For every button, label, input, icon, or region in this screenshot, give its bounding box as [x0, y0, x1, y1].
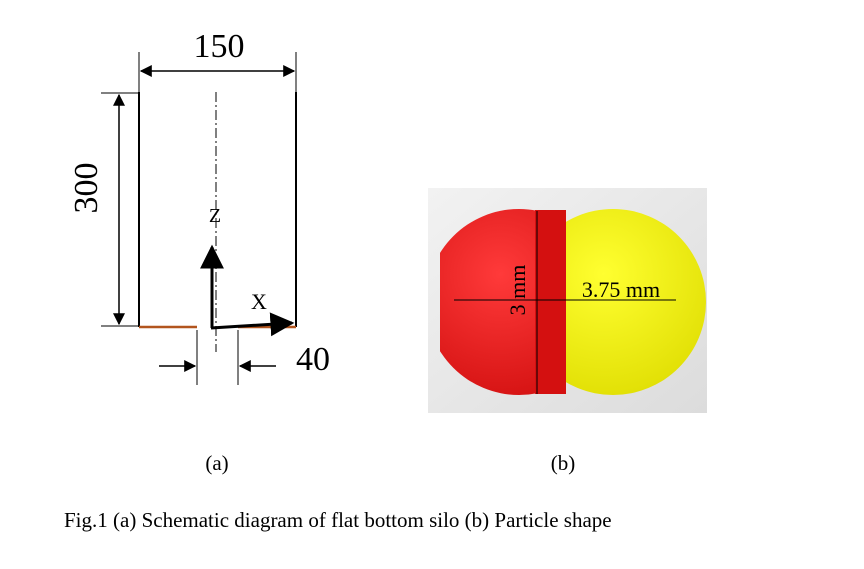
height-label: 300 [68, 163, 105, 214]
x-axis-label: X [251, 289, 267, 314]
panel-b-sublabel: (b) [551, 451, 576, 475]
width-label: 150 [194, 28, 245, 65]
particle-seam-band [535, 210, 566, 394]
diameter-label: 3 mm [505, 265, 530, 316]
x-axis-arrow [210, 312, 295, 337]
particle-right-sphere [520, 209, 706, 395]
silo-schematic: 150 300 40 Z X (a) [68, 28, 330, 475]
z-axis-label: Z [209, 205, 221, 227]
outlet-label: 40 [296, 341, 330, 378]
panel-a-sublabel: (a) [205, 451, 228, 475]
length-label: 3.75 mm [582, 277, 660, 302]
figure-caption: Fig.1 (a) Schematic diagram of flat bott… [64, 508, 612, 532]
particle-panel: 3 mm 3.75 mm (b) [428, 188, 707, 475]
particle-left-sphere [440, 209, 566, 395]
